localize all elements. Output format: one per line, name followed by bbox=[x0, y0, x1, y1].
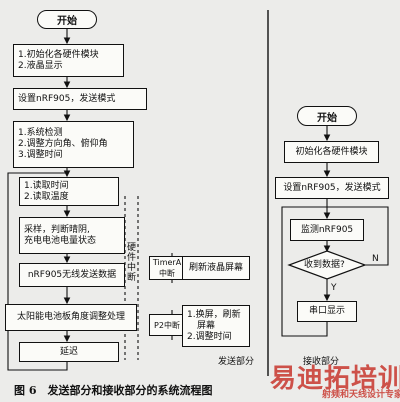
receive-part-label: 接收部分 bbox=[303, 357, 340, 367]
recv-decision-label: 收到数据? bbox=[304, 260, 345, 270]
send-read-line2: 2.读取温度 bbox=[24, 191, 69, 202]
timer-refresh-box: 刷新液晶屏幕 bbox=[182, 256, 250, 280]
recv-display-label: 串口显示 bbox=[308, 306, 345, 316]
p2-action-line3: 2.调整时间 bbox=[187, 331, 232, 342]
hardware-interrupt-label: 硬件中断 bbox=[126, 243, 136, 283]
timer-interrupt-label: TimerA中断 bbox=[152, 258, 182, 278]
send-delay-label: 延迟 bbox=[59, 346, 78, 357]
send-sample-box: 采样，判断晴阴, 充电电池电量状态 bbox=[19, 217, 125, 254]
recv-start-terminal: 开始 bbox=[297, 106, 357, 126]
timer-refresh-label: 刷新液晶屏幕 bbox=[188, 262, 243, 273]
send-init-line1: 1.初始化各硬件模块 bbox=[18, 49, 99, 60]
recv-monitor-box: 监测nRF905 bbox=[290, 219, 364, 241]
send-sample-line1: 采样，判断晴阴, bbox=[24, 224, 90, 235]
recv-start-label: 开始 bbox=[317, 112, 337, 124]
send-read-box: 1.读取时间 2.读取温度 bbox=[19, 177, 119, 206]
send-sys-line2: 2.调整方向角、俯仰角 bbox=[18, 139, 108, 149]
send-sample-line2: 充电电池电量状态 bbox=[24, 235, 97, 246]
watermark-logo: 易迪拓培训 bbox=[270, 364, 400, 394]
send-read-line1: 1.读取时间 bbox=[24, 180, 69, 191]
recv-yes-label: Y bbox=[331, 283, 337, 293]
send-start-terminal: 开始 bbox=[37, 10, 97, 29]
send-set-mode-box: 设置nRF905，发送模式 bbox=[13, 88, 147, 110]
send-part-label: 发送部分 bbox=[218, 357, 255, 367]
recv-no-label: N bbox=[372, 254, 379, 264]
send-delay-box: 延迟 bbox=[19, 342, 119, 362]
p2-action-line2: 屏幕 bbox=[197, 320, 216, 331]
recv-init-box: 初始化各硬件模块 bbox=[284, 141, 379, 163]
recv-init-label: 初始化各硬件模块 bbox=[295, 146, 368, 157]
send-start-label: 开始 bbox=[57, 16, 77, 27]
watermark-tagline: 射频和天线设计专家 bbox=[322, 390, 400, 400]
send-system-box: 1.系统检测 2.调整方向角、俯仰角 3.调整时间 bbox=[13, 121, 134, 168]
recv-monitor-label: 监测nRF905 bbox=[300, 224, 354, 235]
recv-set-mode-box: 设置nRF905，发送模式 bbox=[275, 177, 389, 199]
recv-display-box: 串口显示 bbox=[297, 301, 357, 322]
send-tx-label: nRF905无线发送数据 bbox=[27, 269, 117, 280]
send-solar-box: 太阳能电池板角度调整处理 bbox=[5, 304, 137, 331]
p2-interrupt-box: P2中断 bbox=[149, 314, 185, 336]
timer-interrupt-box: TimerA中断 bbox=[149, 256, 185, 280]
send-sys-line1: 1.系统检测 bbox=[18, 128, 63, 138]
p2-action-box: 1.换屏，刷新 屏幕 2.调整时间 bbox=[182, 305, 250, 347]
send-solar-label: 太阳能电池板角度调整处理 bbox=[16, 312, 125, 322]
p2-interrupt-label: P2中断 bbox=[154, 320, 180, 330]
figure-caption: 图 6 发送部分和接收部分的系统流程图 bbox=[14, 384, 213, 397]
send-tx-box: nRF905无线发送数据 bbox=[19, 263, 125, 287]
recv-set-mode-label: 设置nRF905，发送模式 bbox=[283, 182, 381, 193]
send-init-line2: 2.液晶显示 bbox=[18, 60, 63, 71]
send-sys-line3: 3.调整时间 bbox=[18, 150, 63, 160]
send-init-box: 1.初始化各硬件模块 2.液晶显示 bbox=[13, 44, 124, 77]
send-set-mode-label: 设置nRF905，发送模式 bbox=[18, 93, 116, 104]
decision-diamond bbox=[287, 250, 367, 280]
p2-action-line1: 1.换屏，刷新 bbox=[187, 309, 241, 320]
